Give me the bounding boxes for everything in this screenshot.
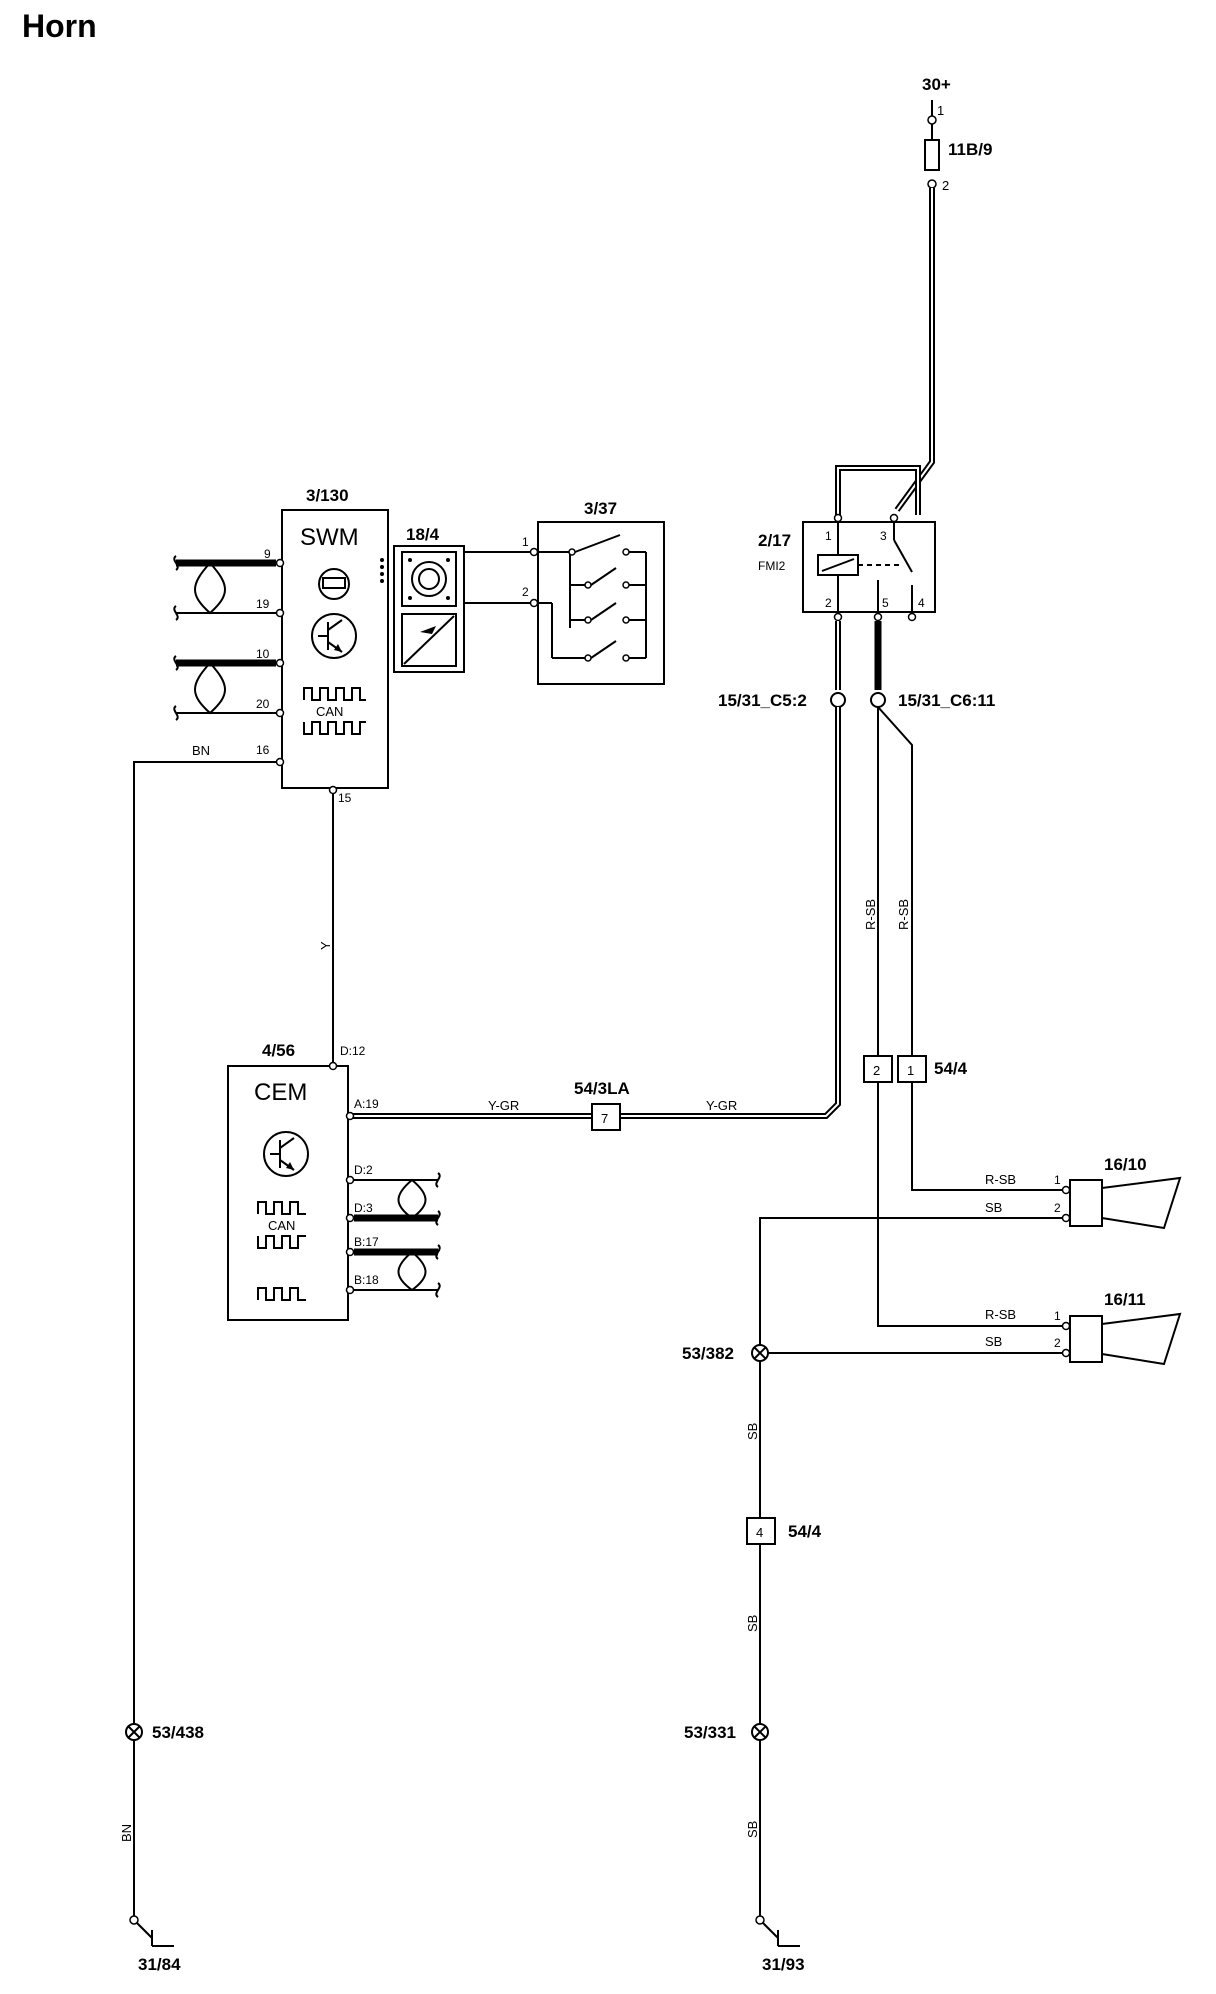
switch-contacts [568,534,646,662]
page-title: Horn [22,8,97,44]
switch-block-3-37: 3/37 1 2 [522,499,665,685]
splice-54-4b-num: 4 [756,1525,763,1540]
splice-54-3la: 7 54/3LA [574,1079,630,1131]
swm-pin-15: 15 [338,791,352,805]
horn2-ref: 16/11 [1104,1290,1146,1309]
relay-pin-1: 1 [825,529,832,543]
relay-pin-2: 2 [825,596,832,610]
splice-54-4-num-1: 1 [907,1063,914,1078]
cem-ref: 4/56 [262,1041,295,1060]
horn-16-10: 16/10 1 2 [1054,1155,1182,1230]
swm-pin-9: 9 [264,547,271,561]
relay-sub: FMI2 [758,559,786,573]
swm-pin-16: 16 [256,743,270,757]
cem-pin-b18: B:18 [354,1273,379,1287]
cem-name: CEM [254,1079,307,1106]
splice-53-382: 53/382 [682,1344,769,1363]
horn2-wire-sb: SB [985,1334,1002,1349]
cem-pin-d2: D:2 [354,1163,373,1177]
cem-module: 4/56 D:12 CEM CAN A:19 D:2 D:3 B:17 B:18 [227,1041,379,1321]
switch-block-pin-1: 1 [522,535,529,549]
ground-31-93: 31/93 [755,1915,805,1974]
splice-53-438: 53/438 [125,1723,204,1742]
relay-pin-5: 5 [882,596,889,610]
splice-54-4-pair: 2 1 54/4 [863,1055,968,1083]
ground-31-93-label: 31/93 [762,1955,805,1974]
splice-53-331: 53/331 [684,1723,769,1742]
cem-pin-b17: B:17 [354,1235,379,1249]
horn-pad-ref: 18/4 [406,525,440,544]
wire-ygr-right: Y-GR [706,1098,737,1113]
wire-sb-3: SB [745,1821,760,1838]
splice-54-4-ref: 54/4 [934,1059,968,1078]
wire-rsb-left: R-SB [863,899,878,930]
horn1-pin-2: 2 [1054,1201,1061,1215]
horn2-pin-1: 1 [1054,1309,1061,1323]
cem-pin-d12: D:12 [340,1044,366,1058]
splice-53-382-label: 53/382 [682,1344,734,1363]
connector-c6: 15/31_C6:11 [870,691,995,710]
c5-label: 15/31_C5:2 [718,691,807,710]
splice-54-3la-num: 7 [601,1111,608,1126]
wire-y: Y [318,941,333,950]
switch-block-ref: 3/37 [584,499,617,518]
ground-31-84: 31/84 [129,1915,181,1974]
fuse-label: 11B/9 [948,140,992,159]
ground-31-84-label: 31/84 [138,1955,181,1974]
cem-pin-a19: A:19 [354,1097,379,1111]
wire-rsb-right: R-SB [896,899,911,930]
wire-sb-2: SB [745,1615,760,1632]
splice-53-438-label: 53/438 [152,1723,204,1742]
wire-ygr-left: Y-GR [488,1098,519,1113]
splice-53-331-label: 53/331 [684,1723,736,1742]
power-label: 30+ [922,75,951,94]
swm-module: 3/130 SWM CAN 9 19 10 20 16 15 [256,486,389,805]
swm-name: SWM [300,524,359,551]
horn-pad-18-4: 18/4 [393,525,465,673]
swm-can-label: CAN [316,704,343,719]
swm-bus-wires [173,555,276,721]
relay-2-17: 2/17 FMI2 1 3 2 5 4 [758,465,936,622]
horn2-pin-2: 2 [1054,1336,1061,1350]
horn1-wire-rsb: R-SB [985,1172,1016,1187]
horn2-wire-rsb: R-SB [985,1307,1016,1322]
horn1-pin-1: 1 [1054,1173,1061,1187]
horn1-ref: 16/10 [1104,1155,1147,1174]
horn1-wire-sb: SB [985,1200,1002,1215]
wire-sb-1: SB [745,1423,760,1440]
swm-pin-10: 10 [256,647,270,661]
wire-bn-bottom: BN [119,1824,134,1842]
splice-54-4b-ref: 54/4 [788,1522,822,1541]
relay-pin-4: 4 [918,596,925,610]
wire-bn-top: BN [192,743,210,758]
c6-label: 15/31_C6:11 [898,691,995,710]
power-pin-1: 1 [937,103,944,118]
swm-pin-19: 19 [256,597,270,611]
splice-54-4-single: 4 54/4 [746,1517,822,1545]
swm-transistor-icon [311,613,357,659]
fuse-symbol [924,139,940,171]
cem-pin-d3: D:3 [354,1201,373,1215]
splice-54-3la-ref: 54/3LA [574,1079,630,1098]
cem-can-label: CAN [268,1218,295,1233]
swm-ref: 3/130 [306,486,349,505]
horn-16-11: 16/11 1 2 [1054,1290,1182,1366]
splice-54-4-num-2: 2 [873,1063,880,1078]
power-feed: 30+ 1 2 11B/9 [894,75,992,512]
swm-pin-20: 20 [256,697,270,711]
relay-ref: 2/17 [758,531,791,550]
switch-block-pin-2: 2 [522,585,529,599]
cem-bus-wires [354,1172,441,1298]
connector-c5: 15/31_C5:2 [718,691,846,710]
power-pin-2: 2 [942,178,949,193]
cem-transistor-icon [263,1131,309,1177]
relay-pin-3: 3 [880,529,887,543]
